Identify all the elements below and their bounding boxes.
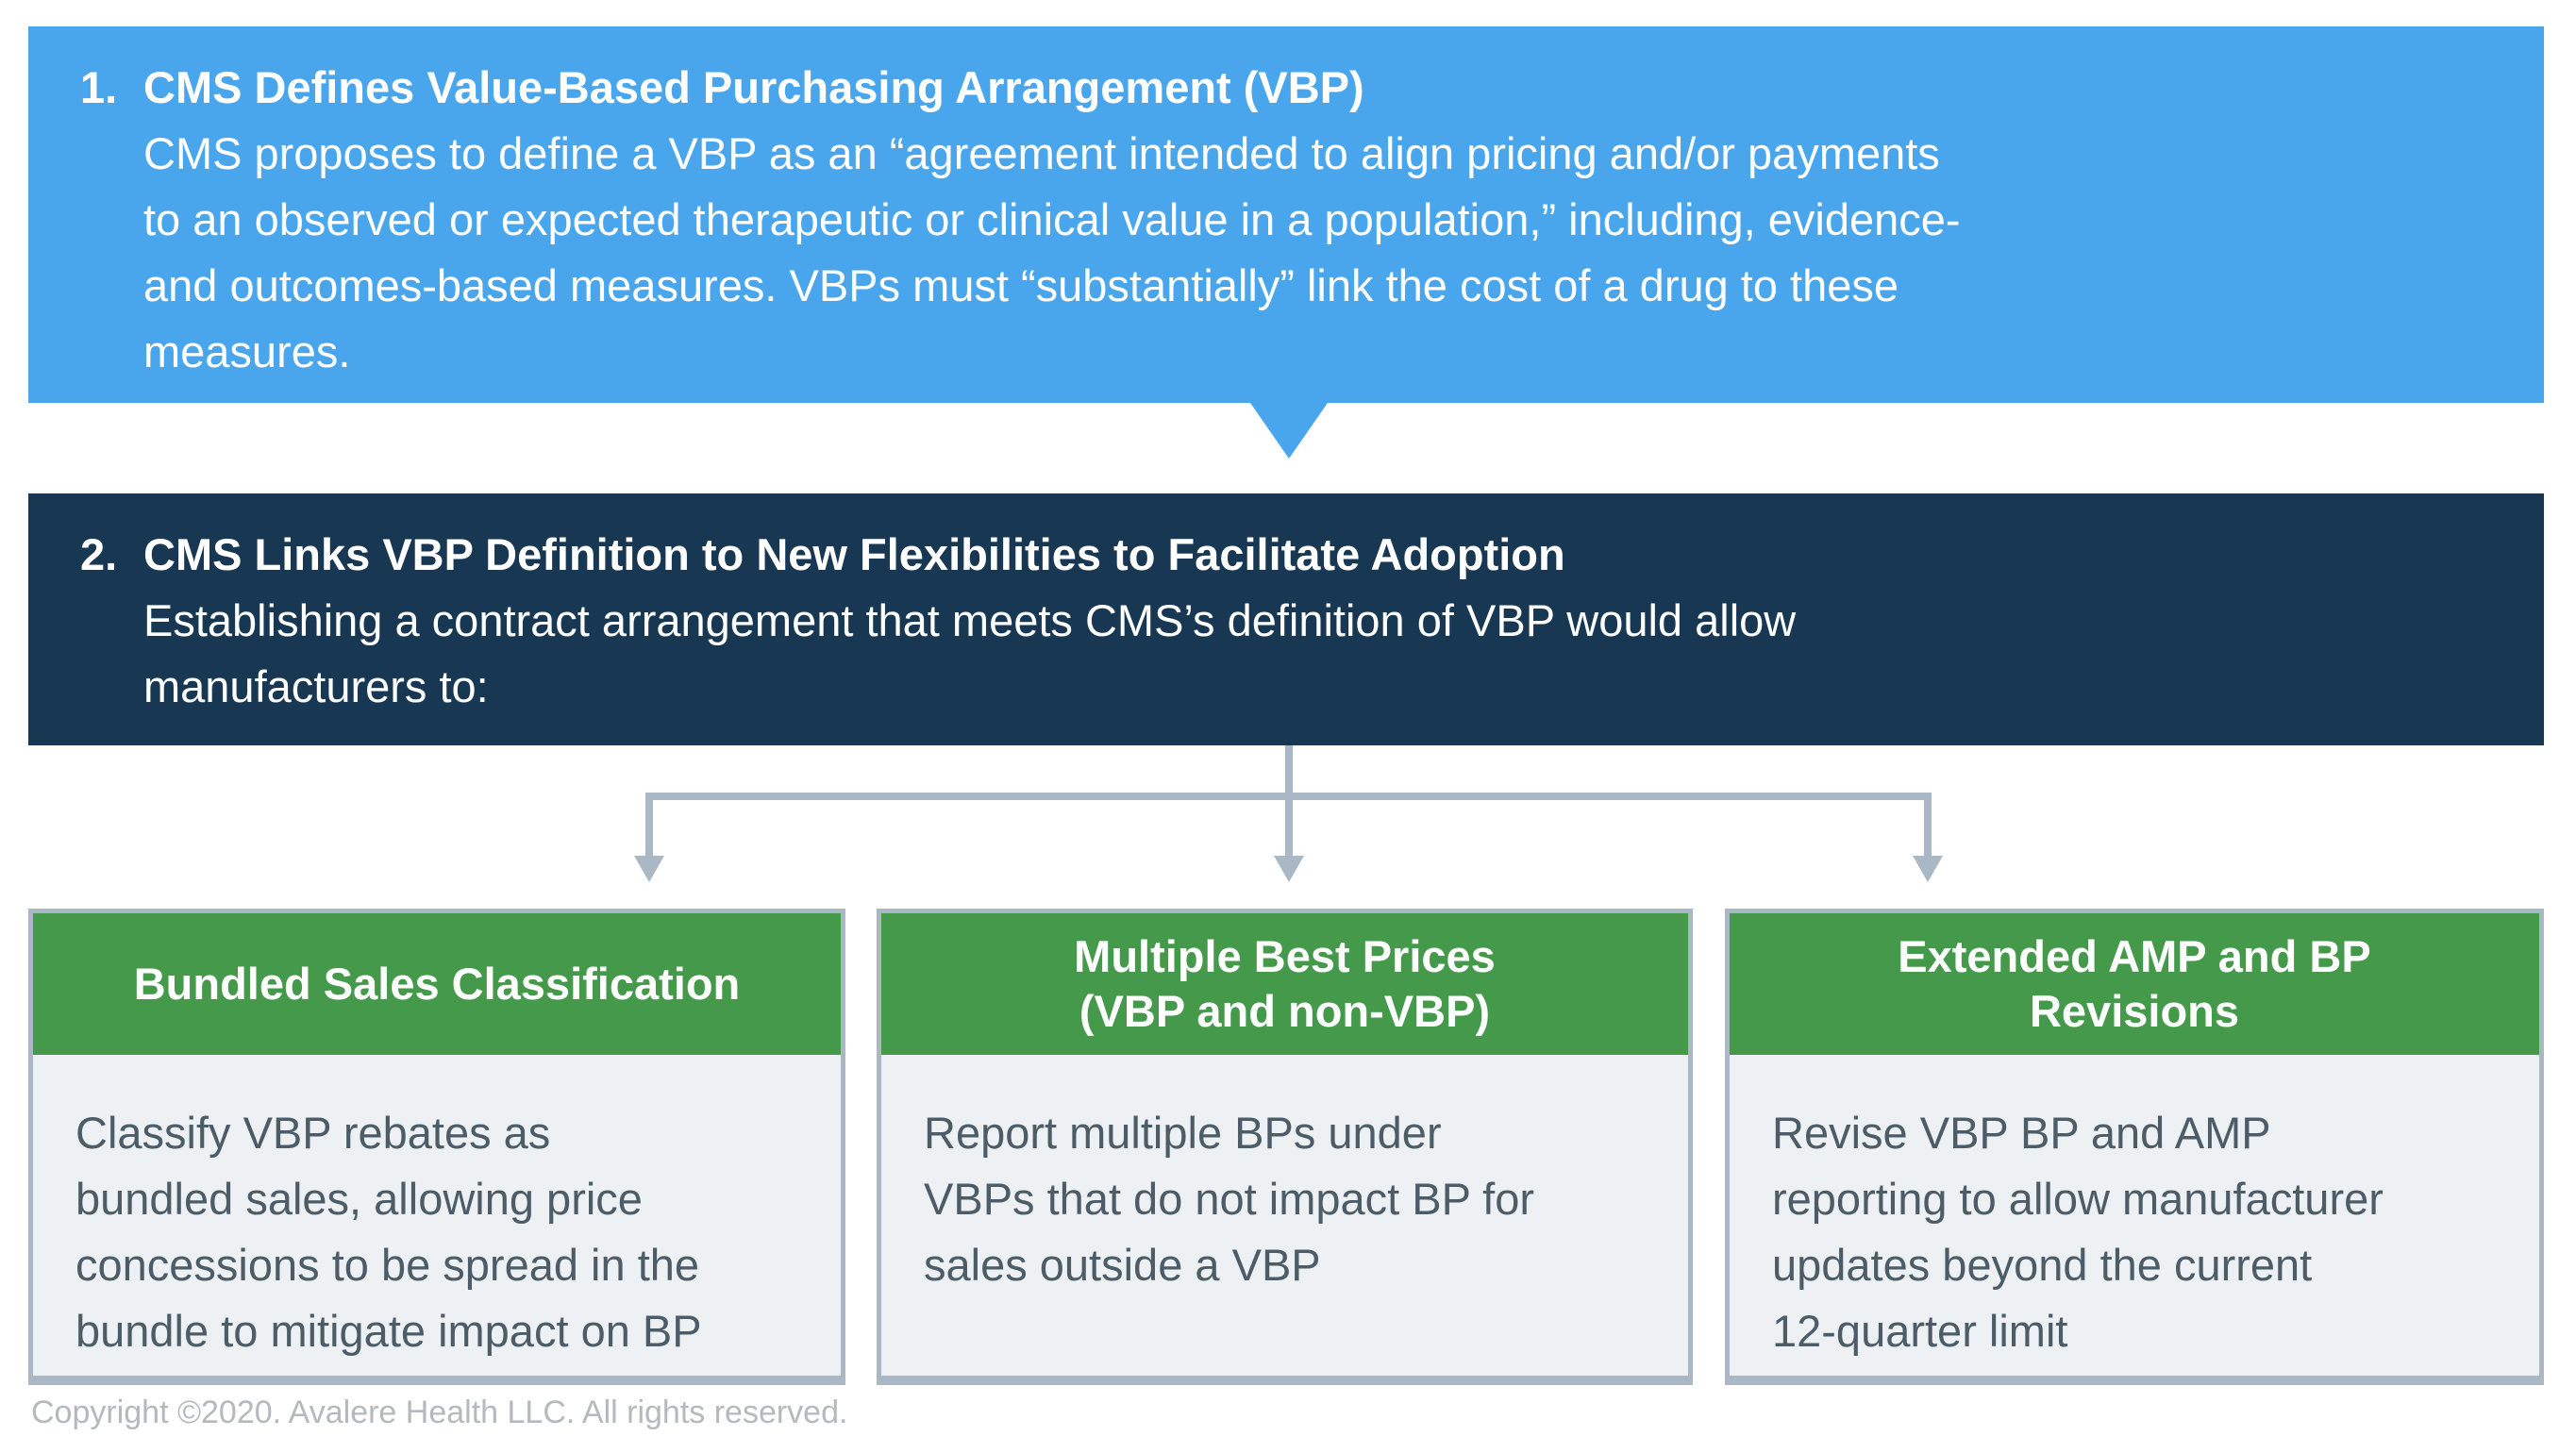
card-extended-amp-bp-body: Revise VBP BP and AMP reporting to allow… (1772, 1108, 2384, 1356)
callout-step1-inner: 1. CMS Defines Value-Based Purchasing Ar… (80, 55, 2506, 385)
card-multiple-best-prices: Multiple Best Prices (VBP and non-VBP) R… (877, 909, 1693, 1385)
connector-middle-drop-line (1285, 798, 1293, 859)
callout-pointer-icon (1250, 403, 1328, 459)
callout-step2: 2. CMS Links VBP Definition to New Flexi… (28, 493, 2544, 745)
card-bundled-sales-body: Classify VBP rebates as bundled sales, a… (75, 1108, 702, 1356)
card-bundled-sales-header: Bundled Sales Classification (33, 913, 841, 1055)
step2-text: CMS Links VBP Definition to New Flexibil… (143, 522, 2506, 720)
connector-stem-line (1285, 745, 1293, 798)
card-bundled-sales: Bundled Sales Classification Classify VB… (28, 909, 845, 1385)
connector-left-drop-line (645, 793, 653, 859)
copyright-text: Copyright ©2020. Avalere Health LLC. All… (31, 1395, 848, 1430)
card-multiple-best-prices-header: Multiple Best Prices (VBP and non-VBP) (881, 913, 1688, 1055)
down-arrow-left-icon (634, 856, 664, 882)
connector-right-drop-line (1924, 793, 1932, 859)
callout-step2-inner: 2. CMS Links VBP Definition to New Flexi… (80, 522, 2506, 720)
connector-horizontal-line (645, 793, 1932, 800)
step1-title: CMS Defines Value-Based Purchasing Arran… (143, 62, 1364, 112)
down-arrow-right-icon (1913, 856, 1943, 882)
card-extended-amp-bp-header: Extended AMP and BP Revisions (1730, 913, 2539, 1055)
step2-title: CMS Links VBP Definition to New Flexibil… (143, 529, 1565, 579)
callout-step1: 1. CMS Defines Value-Based Purchasing Ar… (28, 26, 2544, 403)
step2-number: 2. (80, 529, 118, 579)
step2-body: Establishing a contract arrangement that… (143, 595, 1797, 711)
card-multiple-best-prices-body: Report multiple BPs under VBPs that do n… (924, 1108, 1535, 1290)
step1-number: 1. (80, 62, 118, 112)
card-extended-amp-bp: Extended AMP and BP Revisions Revise VBP… (1725, 909, 2544, 1385)
step1-text: CMS Defines Value-Based Purchasing Arran… (143, 55, 2506, 385)
step1-body: CMS proposes to define a VBP as an “agre… (143, 128, 1961, 376)
down-arrow-middle-icon (1274, 856, 1304, 882)
